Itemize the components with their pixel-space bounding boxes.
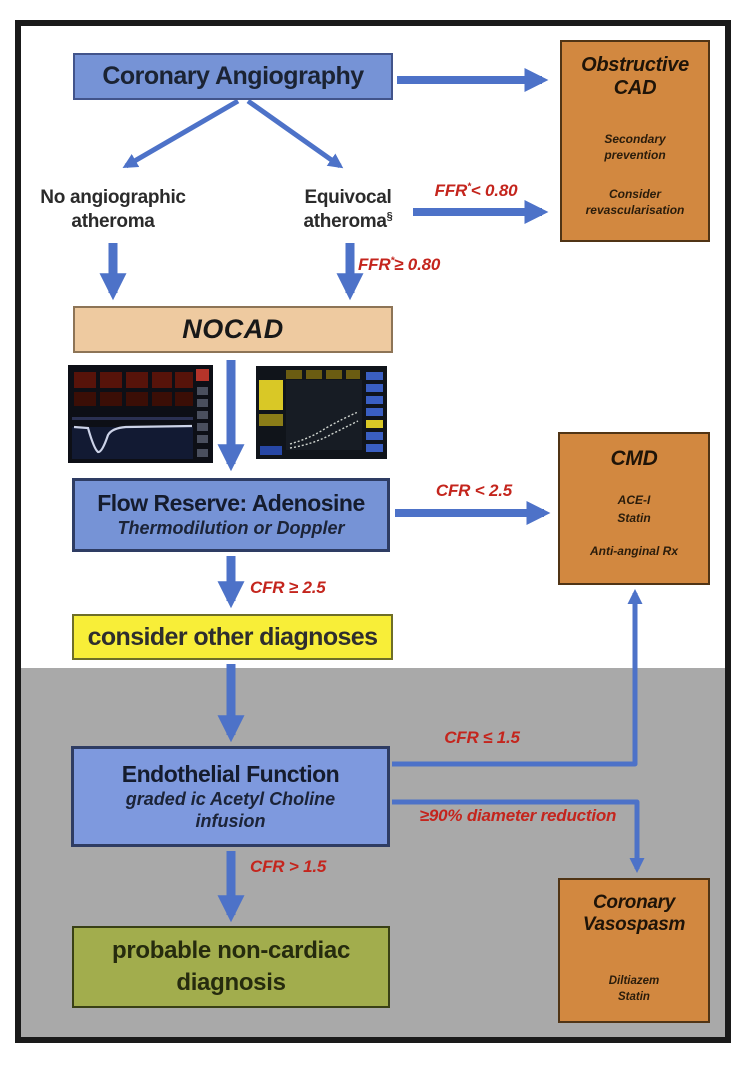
node-subtext: Diltiazem [608, 974, 660, 987]
node-endothelial-function: Endothelial Function graded ic Acetyl Ch… [71, 746, 390, 847]
node-subtext: ACE-I [617, 493, 651, 508]
edge-label-cfr-lt-25: CFR < 2.5 [435, 481, 513, 500]
thermodilution-screen-image [68, 365, 213, 463]
node-subtext: Statin [618, 990, 650, 1003]
edge-label-ffr-lt-080: FFR*< 0.80 [434, 181, 518, 200]
node-probable-non-cardiac: probable non-cardiac diagnosis [72, 926, 390, 1008]
node-title: Endothelial Function [121, 760, 340, 787]
node-title: Coronary Vasospasm [582, 892, 686, 935]
node-subtext: Statin [617, 510, 651, 525]
node-cmd: CMD ACE-I Statin Anti-anginal Rx [558, 432, 710, 585]
node-subtitle: graded ic Acetyl Choline [125, 788, 336, 809]
edge-label-cfr-le-15: CFR ≤ 1.5 [444, 728, 520, 747]
footnote-marker: § [386, 210, 393, 223]
node-subtitle: infusion [195, 811, 266, 831]
node-title: CMD [610, 447, 658, 470]
edge-label-cfr-ge-25: CFR ≥ 2.5 [250, 578, 326, 597]
node-obstructive-cad: Obstructive CAD Secondary prevention Con… [560, 40, 710, 242]
node-subtitle: Thermodilution or Doppler [117, 518, 345, 539]
node-consider-other-diagnoses: consider other diagnoses [72, 614, 393, 660]
node-nocad: NOCAD [73, 306, 393, 353]
node-label: consider other diagnoses [87, 622, 378, 651]
node-label: probable non-cardiac diagnosis [111, 936, 351, 996]
node-label: NOCAD [182, 314, 284, 344]
arrow-endothelial-to-vasospasm [392, 799, 645, 873]
node-subtext: Consider revascularisation [585, 187, 685, 217]
label-no-angiographic-atheroma: No angiographic atheroma [40, 187, 186, 232]
arrow-endothelial-to-cmd [392, 589, 643, 767]
node-coronary-angiography: Coronary Angiography [73, 53, 393, 100]
arrow-angio-to-no-atheroma [122, 98, 240, 169]
label-equivocal-atheroma: Equivocal atheroma§ [303, 187, 393, 232]
node-title: Obstructive CAD [581, 54, 689, 99]
node-title: Flow Reserve: Adenosine [97, 490, 365, 517]
node-subtext: Anti-anginal Rx [589, 544, 678, 559]
edge-label-cfr-gt-15: CFR > 1.5 [250, 857, 327, 876]
edge-label-diameter-reduction: ≥90% diameter reduction [419, 806, 617, 825]
doppler-screen-image [256, 366, 387, 459]
node-label: Coronary Angiography [102, 62, 364, 90]
node-flow-reserve: Flow Reserve: Adenosine Thermodilution o… [72, 478, 390, 552]
arrow-angio-to-equivocal [246, 98, 344, 169]
edge-label-ffr-ge-080: FFR*≥ 0.80 [358, 255, 441, 274]
node-coronary-vasospasm: Coronary Vasospasm Diltiazem Statin [558, 878, 710, 1023]
node-subtext: Secondary prevention [604, 132, 666, 162]
